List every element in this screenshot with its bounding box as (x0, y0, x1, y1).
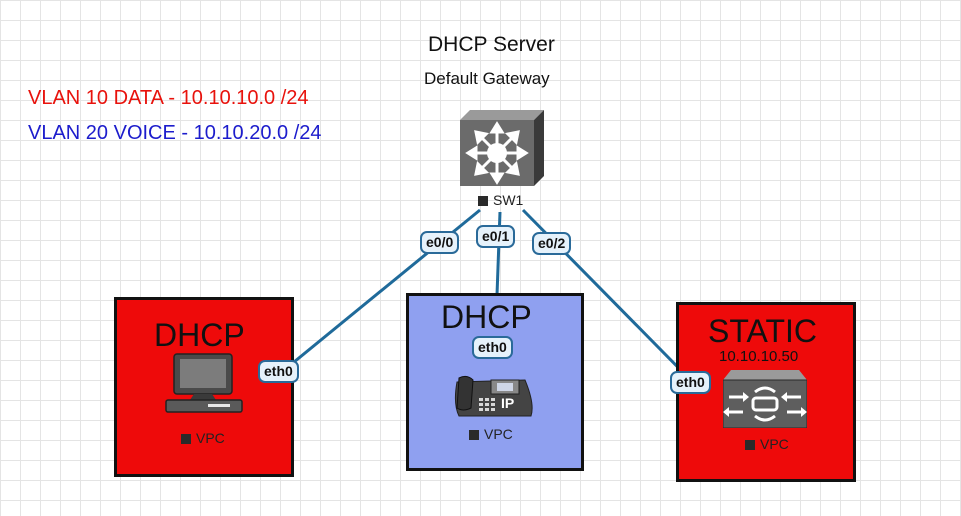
switch-node[interactable] (460, 110, 544, 186)
host2-port-eth0[interactable]: eth0 (472, 336, 513, 359)
host3-mode: STATIC (708, 313, 818, 349)
port-e0-2[interactable]: e0/2 (532, 232, 572, 255)
host1-mode: DHCP (154, 317, 245, 353)
host3-name: VPC (745, 436, 789, 452)
host1-name: VPC (181, 430, 225, 446)
host3-node[interactable] (722, 370, 808, 429)
node-status-square (181, 434, 191, 444)
svg-text:IP: IP (501, 395, 514, 411)
layer3-switch-icon (460, 110, 544, 186)
pc-icon (165, 353, 243, 413)
switch-name: SW1 (478, 192, 523, 208)
ip-phone-icon: IP (454, 375, 533, 417)
node-status-square (745, 440, 755, 450)
switch-subtitle: Default Gateway (424, 69, 550, 88)
host2-node[interactable]: IP (451, 374, 537, 422)
router-icon (722, 370, 808, 429)
host1-node[interactable] (164, 352, 244, 418)
switch-name-text: SW1 (493, 192, 524, 208)
host2-mode: DHCP (441, 299, 532, 335)
node-status-square (469, 430, 479, 440)
port-e0-0[interactable]: e0/0 (420, 231, 460, 254)
host1-port-eth0[interactable]: eth0 (258, 360, 299, 383)
host1-name-text: VPC (196, 430, 225, 446)
vlan10-legend: VLAN 10 DATA - 10.10.10.0 /24 (28, 87, 309, 109)
host3-name-text: VPC (760, 436, 789, 452)
host2-name: VPC (469, 426, 513, 442)
host2-name-text: VPC (484, 426, 513, 442)
vlan20-legend: VLAN 20 VOICE - 10.10.20.0 /24 (28, 122, 322, 144)
switch-title: DHCP Server (428, 33, 555, 56)
host3-ip: 10.10.10.50 (719, 348, 799, 365)
port-e0-1[interactable]: e0/1 (476, 225, 516, 248)
node-status-square (478, 196, 488, 206)
host3-port-eth0[interactable]: eth0 (670, 371, 711, 394)
